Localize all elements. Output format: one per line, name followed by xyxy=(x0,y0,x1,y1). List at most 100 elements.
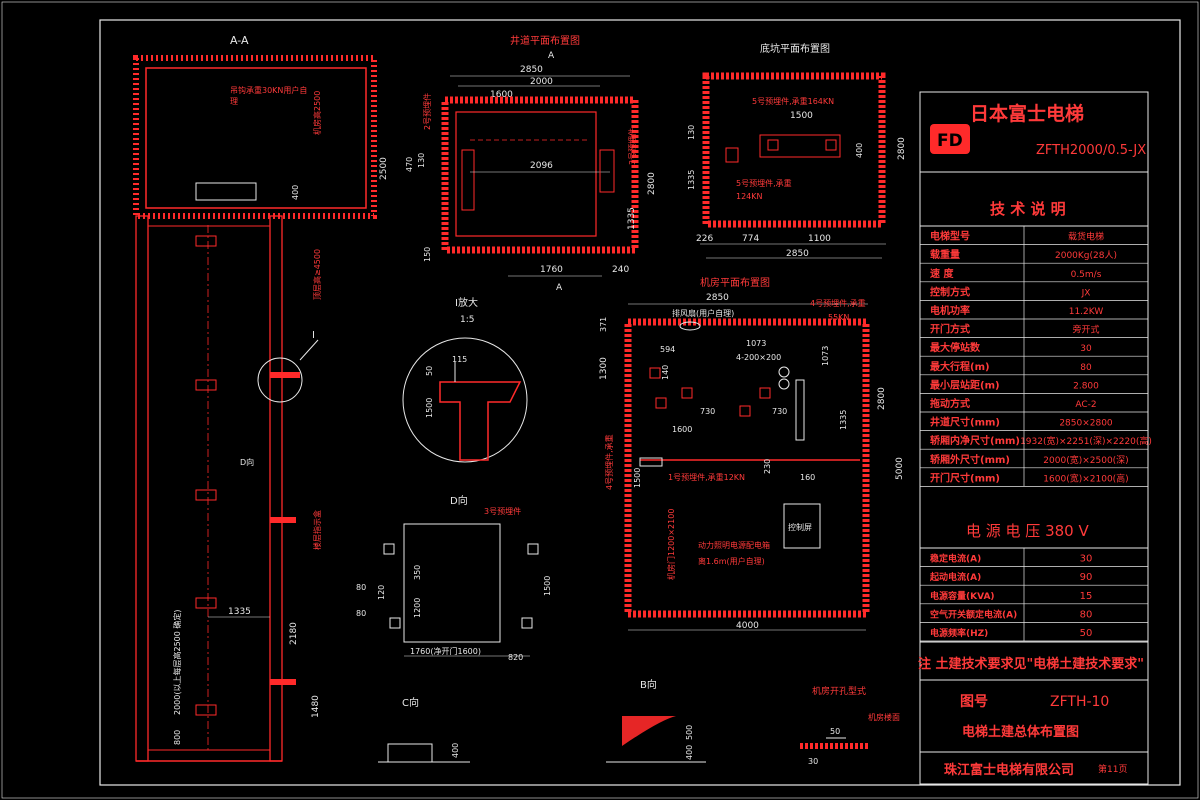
model-code: ZFTH2000/0.5-JX xyxy=(1036,143,1146,158)
dim-80-b: 80 xyxy=(356,609,366,618)
view-c-title: C向 xyxy=(402,696,419,709)
hook-note: 吊钩承重30KN用户自 xyxy=(230,85,307,95)
table-row-label: 电梯型号 xyxy=(930,230,970,243)
shaft-wall-left xyxy=(135,215,149,762)
dim-130: 130 xyxy=(417,153,426,168)
table-row-label: 空气开关额定电流(A) xyxy=(930,608,1017,620)
dim-2000: 2000(以上每层高2500 确定) xyxy=(172,609,182,715)
holes: 4-200×200 xyxy=(736,353,781,362)
table-row-value: 30 xyxy=(1080,554,1093,565)
table-row-value: 50 xyxy=(1080,628,1093,639)
dim-1335-mr: 1335 xyxy=(839,410,848,430)
floor-box xyxy=(195,379,217,391)
table-row-label: 最小层站距(m) xyxy=(930,378,1000,391)
view-b-title: B向 xyxy=(640,678,657,691)
hole-detail-title: 机房开孔型式 xyxy=(812,685,866,697)
table-row-label: 轿厢外尺寸(mm) xyxy=(930,453,1010,466)
section-marker-top: A xyxy=(548,51,555,61)
dim-1600: 1600 xyxy=(490,90,513,100)
table-row-value: 2850×2800 xyxy=(1059,419,1113,429)
dim-160: 160 xyxy=(800,473,815,482)
brand-logo: FD xyxy=(930,124,970,154)
dim-1500-pit: 1500 xyxy=(790,111,813,121)
table-row-label: 开门方式 xyxy=(930,323,970,336)
sill-detail xyxy=(439,381,522,461)
table-row-value: 80 xyxy=(1080,363,1092,373)
table-row-value: 11.2KW xyxy=(1069,307,1104,317)
control-label: 控制屏 xyxy=(788,522,812,532)
table-row-value: 1932(宽)×2251(深)×2220(高) xyxy=(1020,435,1152,447)
dim-1335-shaft: 1335 xyxy=(627,207,637,230)
titleblock-frame xyxy=(919,91,1149,785)
section-marker-bottom: A xyxy=(556,283,563,293)
dim-1500-mr: 1500 xyxy=(633,468,642,488)
dim-400: 400 xyxy=(291,185,300,200)
drawing-no: ZFTH-10 xyxy=(1050,694,1109,710)
table-row-value: 载货电梯 xyxy=(1068,231,1104,243)
machine-base xyxy=(795,379,805,441)
rope-hole xyxy=(759,387,771,399)
table-row-value: 1600(宽)×2100(高) xyxy=(1043,472,1128,484)
embed-1: 1号预埋件,承重12KN xyxy=(668,472,745,482)
dim-5000: 5000 xyxy=(895,457,905,480)
dim-80-a: 80 xyxy=(356,583,366,592)
partition-block xyxy=(639,457,663,467)
pit-plan: 底坑平面布置图 5号预埋件,承重164KN 1500 130 1335 5号预埋… xyxy=(687,42,907,259)
table-row-label: 电源容量(KVA) xyxy=(930,590,995,602)
hole-detail: 机房开孔型式 50 30 机房楼面 xyxy=(800,685,900,766)
dim-2850-mr: 2850 xyxy=(706,293,729,303)
pit-plan-title: 底坑平面布置图 xyxy=(760,42,830,55)
dim-140: 140 xyxy=(661,365,670,380)
dim-774: 774 xyxy=(742,234,759,244)
anchor xyxy=(521,617,533,629)
rope-hole xyxy=(655,397,667,409)
dim-50-detail: 50 xyxy=(425,366,434,376)
machine-plan-title: 机房平面布置图 xyxy=(700,276,770,289)
embed-4b: 4号预埋件,承重 xyxy=(604,434,614,490)
table-row-label: 起动电流(A) xyxy=(929,571,981,583)
dim-1335-pit: 1335 xyxy=(687,170,696,190)
rope-hole xyxy=(739,405,751,417)
detail-circle xyxy=(402,337,528,463)
floor-box xyxy=(195,235,217,247)
hook-point xyxy=(778,378,790,390)
drawing-frame xyxy=(99,19,1181,786)
table-row-value: 2000Kg(28人) xyxy=(1055,250,1117,261)
door-frame xyxy=(599,149,615,193)
buffer xyxy=(825,139,837,151)
machine-block xyxy=(195,182,257,201)
table-row-value: AC-2 xyxy=(1075,400,1096,410)
embed-5b: 5号预埋件,承重 xyxy=(736,178,792,188)
dim-1600-mr: 1600 xyxy=(672,425,692,434)
view-b-curve xyxy=(622,716,676,746)
table-row-value: 30 xyxy=(1080,344,1092,354)
dim-730-a: 730 xyxy=(700,407,715,416)
dim-400-pit: 400 xyxy=(855,143,864,158)
table-row-label: 控制方式 xyxy=(930,285,970,298)
dim-50-hole: 50 xyxy=(830,727,840,736)
detail-i-marker xyxy=(257,357,303,403)
power-table: 稳定电流(A)30起动电流(A)90电源容量(KVA)15空气开关额定电流(A)… xyxy=(920,548,1148,642)
dim-115: 115 xyxy=(452,355,467,364)
embed-5a: 5号预埋件,承重164KN xyxy=(752,96,834,106)
table-row-value: 15 xyxy=(1080,591,1093,602)
power-box-2: 离1.6m(用户自理) xyxy=(698,556,765,566)
dim-230: 230 xyxy=(763,459,772,474)
dim-2850-pit: 2850 xyxy=(786,249,809,259)
embed-3: 3号预埋件 xyxy=(627,128,637,165)
hook-note-2: 理 xyxy=(230,97,238,106)
table-row-label: 开门尺寸(mm) xyxy=(930,471,1000,484)
dim-730-b: 730 xyxy=(772,407,787,416)
page-no: 第11页 xyxy=(1098,763,1127,775)
car-outline xyxy=(455,111,597,237)
floor-indicator: 楼层指示盒 xyxy=(312,510,322,550)
dim-1760-view: 1760(净开门1600) xyxy=(410,646,481,656)
floor-box xyxy=(195,597,217,609)
door-opening xyxy=(403,523,501,643)
table-row-value: 旁开式 xyxy=(1072,324,1099,336)
aa-d-label: D向 xyxy=(240,457,254,467)
dim-150: 150 xyxy=(423,247,432,262)
embed-3-view: 3号预埋件 xyxy=(484,506,521,516)
